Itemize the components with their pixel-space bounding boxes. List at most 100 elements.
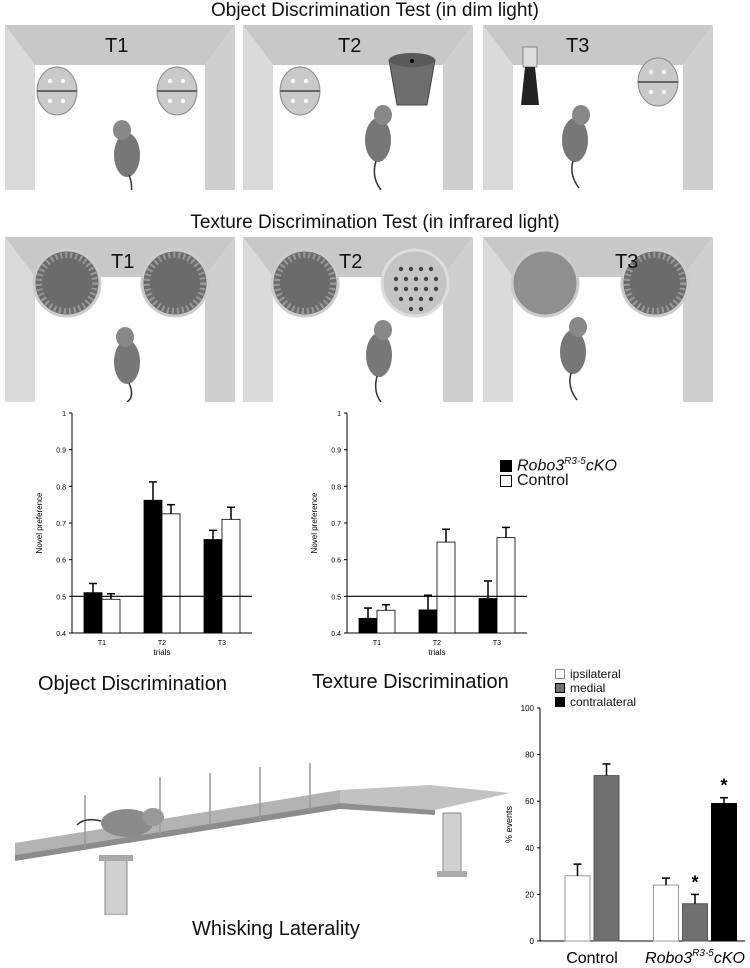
bar-medial [593, 775, 620, 942]
y-axis-label: Novel preference [310, 492, 319, 553]
bar-control [496, 537, 516, 634]
rough-texture-disc-icon [270, 248, 340, 318]
x-tick-label: Control [566, 950, 618, 967]
y-tick-label: 1 [62, 411, 66, 418]
arena-illustration [483, 25, 713, 190]
caption-object-discrimination: Object Discrimination [38, 673, 227, 695]
trial-label-t3: T3 [566, 35, 590, 57]
x-tick-label: T3 [218, 640, 226, 647]
object-panel-t2: T2 [243, 25, 473, 190]
y-tick-label: 40 [525, 844, 534, 853]
bar-control [436, 541, 456, 634]
arena-illustration [243, 237, 473, 402]
bar-robo3 [358, 617, 378, 634]
caption-whisking-laterality: Whisking Laterality [192, 918, 360, 940]
bar-robo3 [203, 539, 223, 634]
egg-object-icon [36, 66, 78, 116]
arena-illustration [243, 25, 473, 190]
mouse-icon [562, 105, 590, 189]
x-tick-label: T2 [433, 640, 441, 647]
x-axis-label: trials [154, 648, 171, 657]
elevated-beam-illustration [15, 763, 510, 915]
y-tick-label: 60 [525, 797, 534, 806]
bar-contralateral [711, 803, 737, 942]
legend-control: Control [500, 472, 569, 490]
x-tick-label: Robo3R3-5cKO [645, 948, 745, 967]
legend-swatch-control [500, 475, 512, 487]
y-tick-label: 0.4 [331, 631, 341, 638]
arena-illustration [5, 237, 235, 402]
y-tick-label: 0.8 [331, 484, 341, 491]
y-tick-label: 0 [530, 937, 535, 946]
mouse-icon [365, 105, 392, 190]
rough-texture-disc-icon [620, 248, 690, 318]
y-tick-label: 0.6 [56, 558, 66, 565]
egg-object-icon [156, 66, 198, 116]
y-tick-label: 0.5 [331, 594, 341, 601]
legend-swatch-medial [555, 683, 565, 693]
trial-label-t1: T1 [111, 251, 135, 273]
object-panel-t3: T3 [483, 25, 713, 190]
legend-swatch-contralateral [555, 697, 565, 707]
y-tick-label: 80 [525, 751, 534, 760]
y-tick-label: 0.7 [331, 521, 341, 528]
mouse-icon [76, 808, 164, 837]
legend-swatch-ipsilateral [555, 669, 565, 679]
y-tick-label: 0.6 [331, 558, 341, 565]
x-tick-label: T1 [98, 640, 106, 647]
arena-illustration [483, 237, 713, 402]
legend-medial: medial [555, 681, 605, 695]
y-tick-label: 1 [337, 411, 341, 418]
pillar-icon [437, 812, 467, 877]
trial-label-t2: T2 [338, 35, 362, 57]
significance-star: * [691, 872, 698, 892]
x-tick-label: T3 [493, 640, 501, 647]
x-tick-label: T2 [158, 640, 166, 647]
mouse-icon [366, 320, 392, 402]
y-tick-label: 0.7 [56, 521, 66, 528]
bar-control [221, 518, 241, 634]
y-tick-label: 0.9 [331, 448, 341, 455]
rough-texture-disc-icon [32, 248, 102, 318]
trial-label-t3: T3 [615, 251, 639, 273]
texture-test-title: Texture Discrimination Test (in infrared… [190, 212, 560, 233]
legend-swatch-robo3 [500, 459, 512, 472]
y-tick-label: 0.5 [56, 594, 66, 601]
legend-robo3: Robo3R3-5cKO [500, 456, 617, 475]
egg-object-icon [279, 66, 321, 116]
rough-texture-disc-icon [140, 248, 210, 318]
texture-panel-t3: T3 [483, 237, 713, 402]
y-tick-label: 100 [521, 704, 535, 713]
object-test-title: Object Discrimination Test (in dim light… [210, 0, 540, 21]
bar-robo3 [83, 592, 103, 634]
bar-robo3 [478, 598, 498, 634]
y-axis-label: % events [504, 805, 514, 843]
caption-texture-discrimination: Texture Discrimination [312, 671, 509, 693]
mouse-icon [114, 327, 140, 402]
x-axis-label: trials [429, 648, 446, 657]
toothbrush-object-icon [521, 46, 539, 105]
legend-label-control: Control [517, 472, 569, 489]
legend-ipsilateral: ipsilateral [555, 667, 621, 681]
y-tick-label: 20 [525, 890, 534, 899]
mouse-icon [560, 317, 587, 401]
legend-label-robo3: Robo3R3-5cKO [517, 456, 617, 475]
y-tick-label: 0.9 [56, 448, 66, 455]
dotted-texture-disc-icon [380, 248, 450, 318]
object-panel-t1: T1 [5, 25, 235, 190]
y-tick-label: 0.4 [56, 631, 66, 638]
smooth-texture-disc-icon [510, 248, 580, 318]
egg-object-icon [637, 57, 679, 107]
legend-contralateral: contralateral [555, 695, 636, 709]
texture-panel-t1: T1 [5, 237, 235, 402]
significance-star: * [720, 776, 727, 796]
mouse-icon [113, 120, 140, 190]
flowerpot-object-icon [388, 53, 436, 106]
bar-ipsilateral [564, 875, 591, 942]
y-tick-label: 0.8 [56, 484, 66, 491]
bar-robo3 [418, 609, 438, 634]
x-tick-label: T1 [373, 640, 381, 647]
texture-panel-t2: T2 [243, 237, 473, 402]
bar-ipsilateral [653, 884, 679, 942]
